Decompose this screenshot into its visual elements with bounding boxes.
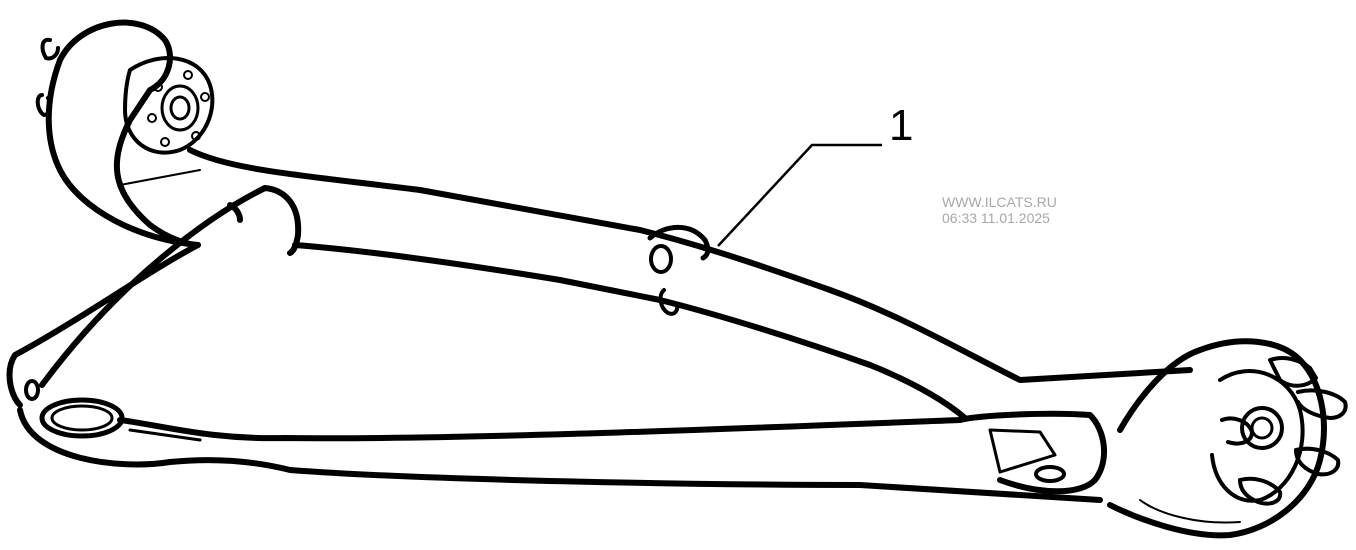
axle-beam-tube [187,147,1193,421]
left-brace-arm [6,185,302,408]
watermark-timestamp: 06:33 11.01.2025 [942,210,1050,226]
callout-1-leader-line [717,143,882,247]
right-hub-assembly [957,338,1348,539]
left-hub-assembly [35,19,215,248]
lower-trailing-arm [17,379,1103,503]
beam-clamp [647,224,711,316]
watermark: WWW.ILCATS.RU 06:33 11.01.2025 [942,194,1057,226]
watermark-site: WWW.ILCATS.RU [942,194,1057,210]
callout-label-1: 1 [889,101,914,150]
